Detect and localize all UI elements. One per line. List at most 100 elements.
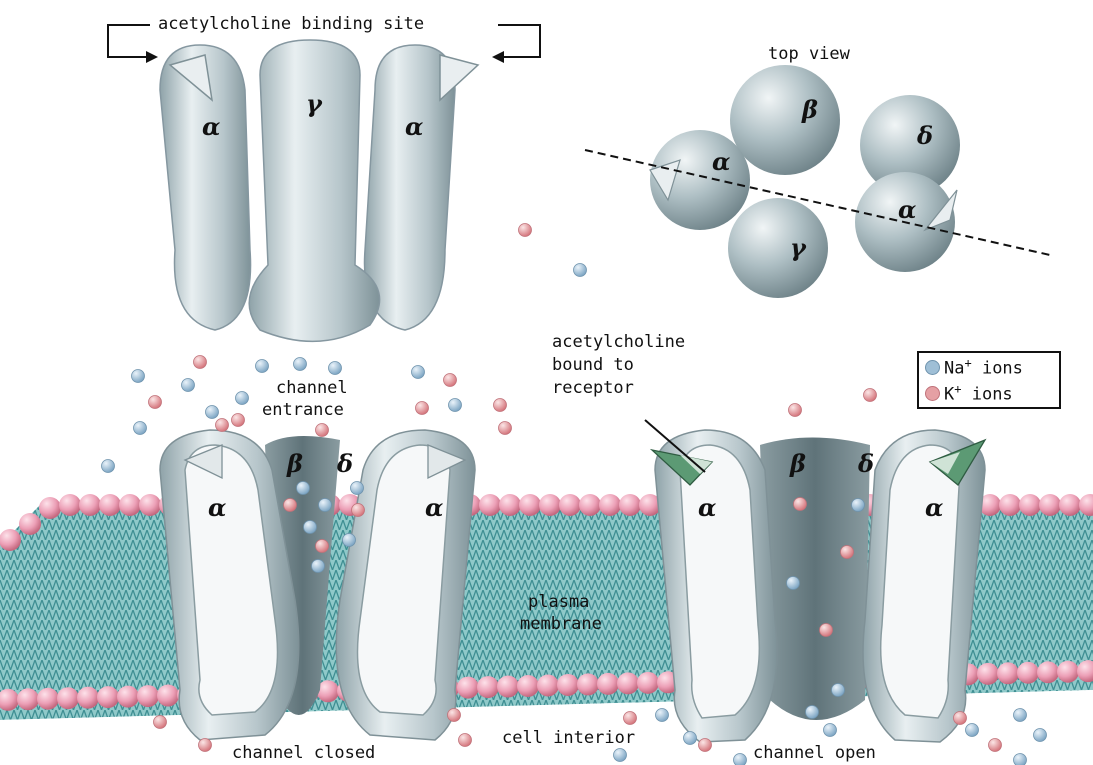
top-alpha-left: α — [712, 150, 730, 174]
lipid-head — [499, 494, 521, 516]
channel-closed-receptor — [160, 430, 475, 740]
na-ion — [329, 362, 342, 375]
k-ion — [519, 224, 532, 237]
na-ion — [102, 460, 115, 473]
k-ion — [316, 540, 329, 553]
k-ion — [820, 624, 833, 637]
side-alpha-right: α — [405, 115, 423, 139]
lipid-head — [0, 529, 21, 551]
lipid-head — [637, 672, 659, 694]
lipid-head — [539, 494, 561, 516]
na-ion — [132, 370, 145, 383]
lipid-head — [17, 688, 39, 710]
closed-beta: β — [287, 452, 303, 476]
k-ion — [459, 734, 472, 747]
lipid-head — [457, 677, 479, 699]
lipid-head — [579, 494, 601, 516]
lipid-head — [1057, 661, 1079, 683]
na-ion — [351, 482, 364, 495]
binding-site-label: acetylcholine binding site — [158, 14, 424, 35]
lipid-head — [617, 672, 639, 694]
k-ion — [954, 712, 967, 725]
lipid-head — [977, 663, 999, 685]
k-ion — [444, 374, 457, 387]
closed-alpha-right: α — [425, 496, 443, 520]
lipid-head — [997, 662, 1019, 684]
top-view-label: top view — [768, 44, 850, 65]
na-ion — [206, 406, 219, 419]
na-ion — [966, 724, 979, 737]
k-ion — [989, 739, 1002, 752]
cell-interior-label: cell interior — [502, 728, 635, 749]
na-ion — [1014, 754, 1027, 765]
lipid-head — [99, 494, 121, 516]
lipid-head — [37, 688, 59, 710]
top-gamma: γ — [790, 236, 806, 260]
na-ion — [449, 399, 462, 412]
lipid-head — [619, 494, 641, 516]
lipid-head — [999, 494, 1021, 516]
lipid-head — [597, 673, 619, 695]
k-ion — [864, 389, 877, 402]
closed-alpha-left: α — [208, 496, 226, 520]
k-ion — [194, 356, 207, 369]
na-ion — [1034, 729, 1047, 742]
k-ion — [316, 424, 329, 437]
na-ion — [832, 684, 845, 697]
ach-bound-label-line3: receptor — [552, 378, 634, 399]
na-ion — [787, 577, 800, 590]
lipid-head — [1059, 494, 1081, 516]
open-alpha-left: α — [698, 496, 716, 520]
open-delta: δ — [858, 452, 874, 476]
na-ion — [294, 358, 307, 371]
receptor-side-view — [160, 40, 478, 341]
na-ion — [1014, 709, 1027, 722]
open-alpha-right: α — [925, 496, 943, 520]
k-ion — [448, 709, 461, 722]
legend-k-row: K+ ions — [925, 382, 1013, 404]
lipid-head — [97, 686, 119, 708]
lipid-head — [1019, 494, 1041, 516]
lipid-head — [519, 494, 541, 516]
channel-open-receptor — [652, 430, 985, 742]
k-ion — [216, 419, 229, 432]
k-ion — [494, 399, 507, 412]
k-ion-swatch — [925, 386, 940, 401]
na-ion — [304, 521, 317, 534]
k-ion — [416, 402, 429, 415]
lipid-head — [117, 686, 139, 708]
na-ion — [319, 499, 332, 512]
channel-closed-label: channel closed — [232, 743, 375, 764]
lipid-head — [19, 513, 41, 535]
lipid-head — [1039, 494, 1061, 516]
open-beta: β — [790, 452, 806, 476]
k-ion — [154, 716, 167, 729]
lipid-head — [139, 494, 161, 516]
closed-delta: δ — [337, 452, 353, 476]
channel-open-label: channel open — [753, 743, 876, 764]
na-ion — [182, 379, 195, 392]
lipid-head — [479, 494, 501, 516]
k-ion — [789, 404, 802, 417]
na-ion — [256, 360, 269, 373]
k-ion — [199, 739, 212, 752]
ion-legend: Na+ ions K+ ions — [917, 351, 1061, 409]
lipid-head — [57, 687, 79, 709]
k-ion — [149, 396, 162, 409]
k-ion — [699, 739, 712, 752]
channel-entrance-label-line2: entrance — [262, 400, 344, 421]
na-ion — [236, 392, 249, 405]
na-ion — [824, 724, 837, 737]
plasma-membrane-label-line1: plasma — [528, 592, 589, 613]
k-ion — [284, 499, 297, 512]
k-ion — [794, 498, 807, 511]
lipid-head — [39, 497, 61, 519]
lipid-head — [477, 676, 499, 698]
legend-na-row: Na+ ions — [925, 356, 1023, 378]
k-ion — [232, 414, 245, 427]
lipid-head — [537, 674, 559, 696]
k-ion — [624, 712, 637, 725]
lipid-head — [1017, 662, 1039, 684]
lipid-head — [137, 685, 159, 707]
lipid-head — [1037, 661, 1059, 683]
